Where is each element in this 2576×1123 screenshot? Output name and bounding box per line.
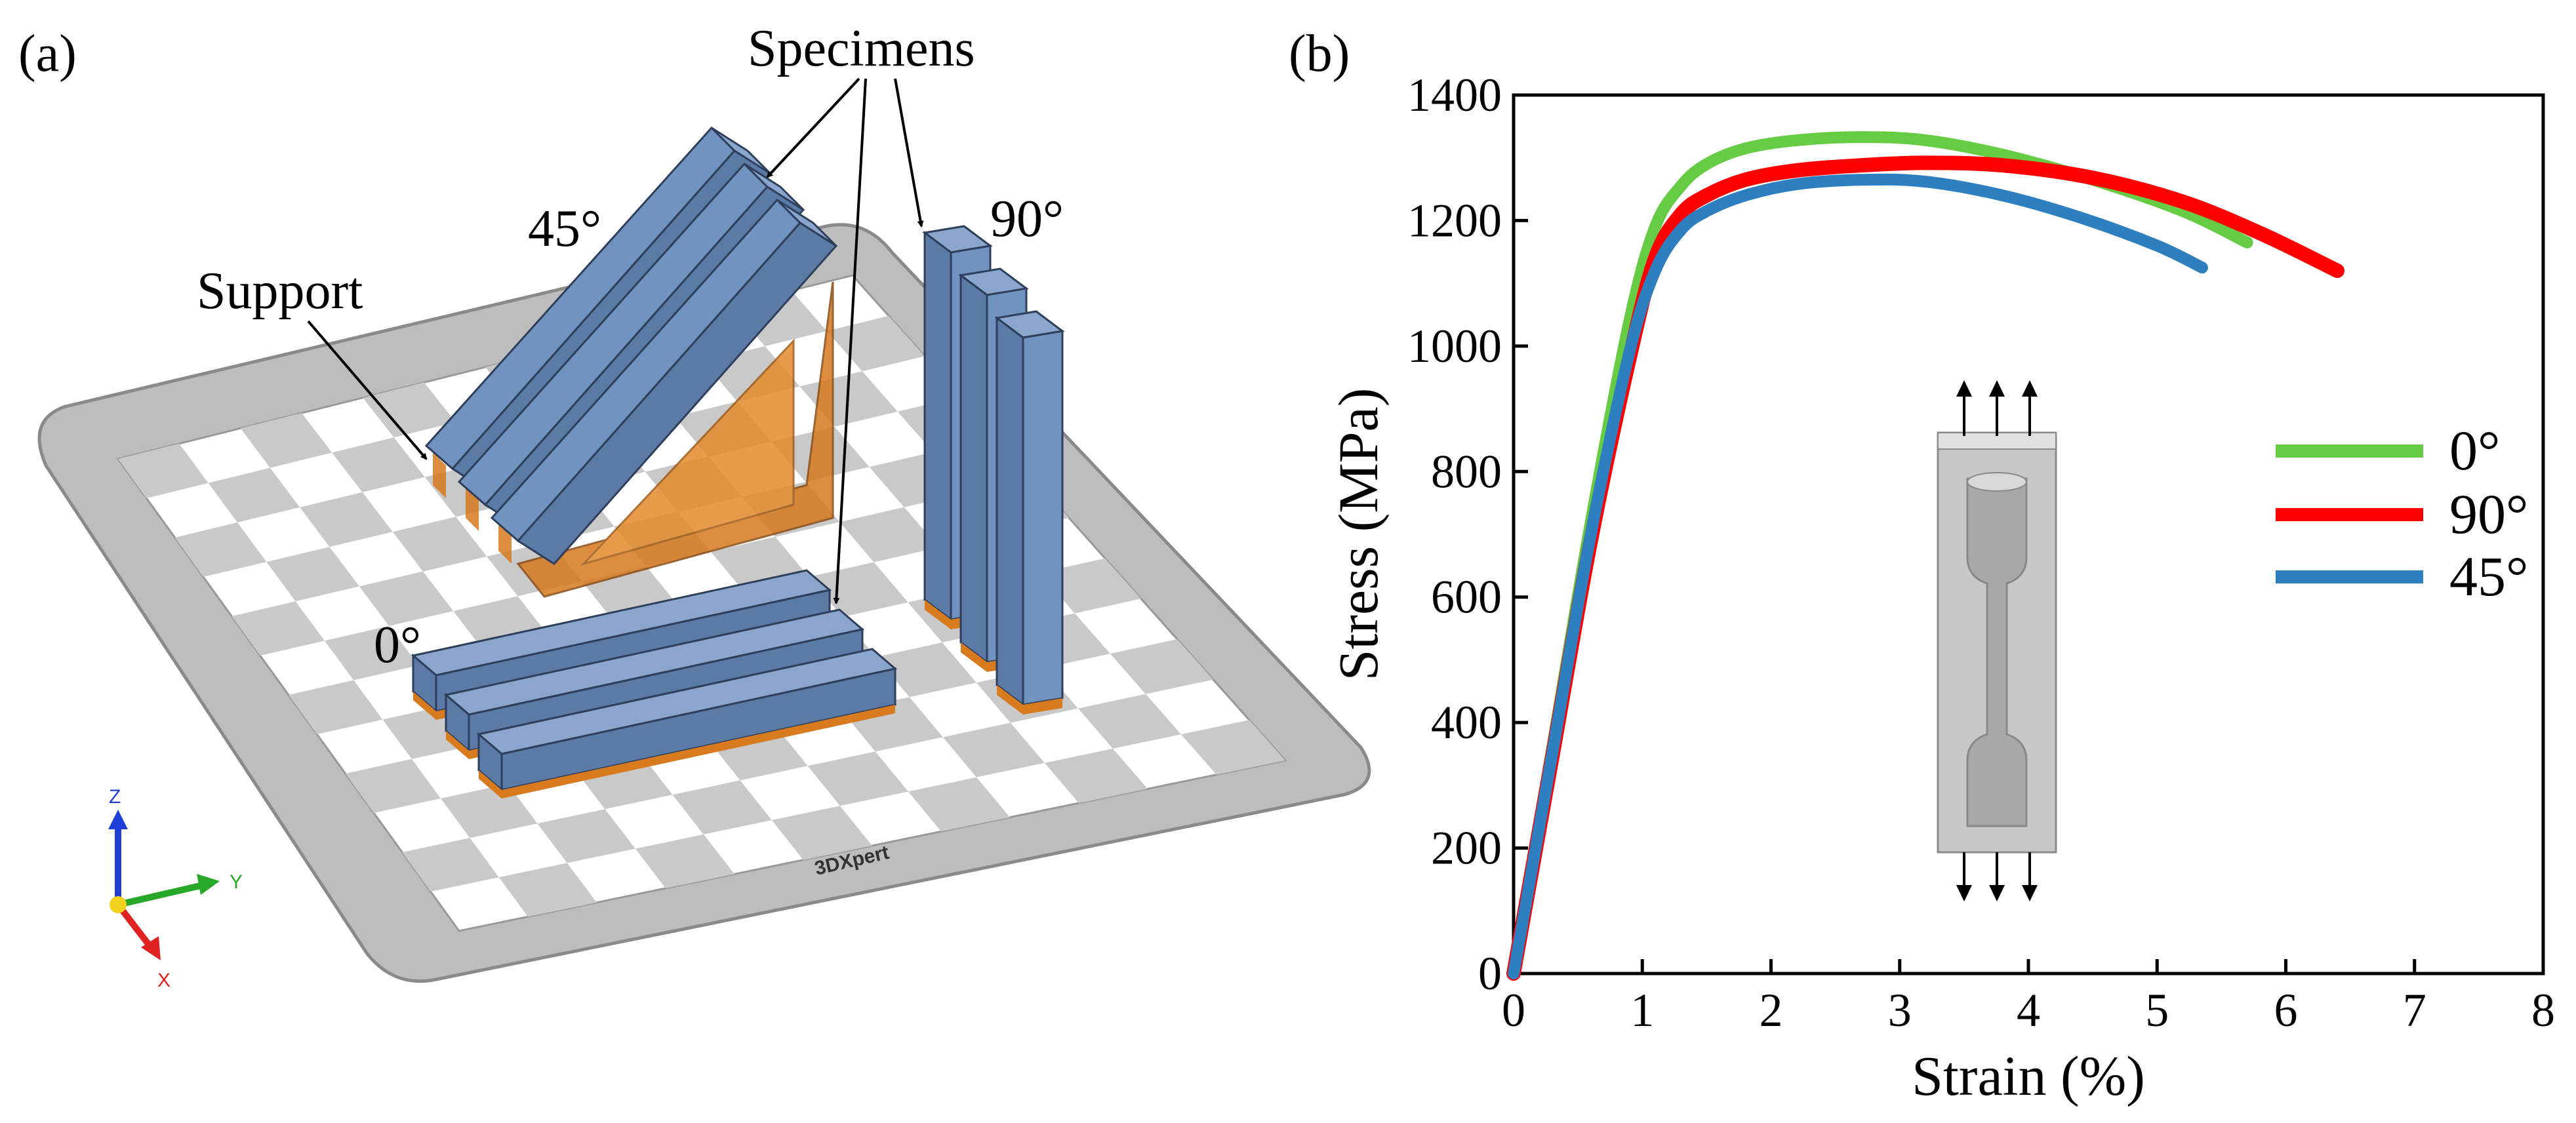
x-tick-label: 1 (1630, 984, 1654, 1036)
checker-cell (807, 751, 908, 806)
support-label: Support (197, 262, 363, 320)
checker-cell (300, 492, 393, 547)
checker-cell (635, 834, 735, 888)
y-tick-label: 600 (1431, 571, 1502, 623)
x-tick-label: 8 (2531, 984, 2555, 1036)
checker-cell (839, 507, 939, 562)
specimens-label: Specimens (748, 20, 975, 77)
legend: 0°90°45° (2276, 419, 2528, 608)
x-axis: 0 1 2 3 4 5 6 7 8 (1502, 959, 2555, 1036)
support-45 (433, 281, 834, 598)
checker-cell (363, 382, 456, 438)
checker-cell (324, 625, 419, 680)
y-tick-label: 1400 (1407, 69, 1502, 121)
x-axis-label: Strain (%) (1912, 1044, 2145, 1107)
checker-cell (231, 601, 325, 656)
y-axis: 0 200 400 600 800 1000 1200 1400 (1407, 69, 1528, 1000)
checker-cell (875, 642, 976, 698)
checker-cell (1110, 639, 1213, 694)
specimens-45 (424, 126, 838, 565)
x-tick-label: 6 (2274, 984, 2298, 1036)
specimen-90-3 (994, 310, 1065, 715)
panel-b-label: (b) (1289, 25, 1350, 83)
y-tick-label: 200 (1431, 822, 1502, 875)
x-tick-label: 3 (1888, 984, 1912, 1036)
checker-cell (537, 809, 635, 863)
checker-cell (345, 759, 441, 813)
y-axis-label: Stress (MPa) (1327, 388, 1390, 681)
axis-z-label: Z (109, 786, 121, 808)
checker-cell (1044, 748, 1148, 803)
series-line (1508, 131, 2253, 979)
checker-cell (1039, 558, 1141, 614)
plot-area: 0 200 400 600 800 1000 1200 1400 0 1 2 3 4 5 6 7 8 (1407, 69, 2555, 1036)
checker-cell (208, 467, 300, 522)
angle-90-label: 90° (990, 190, 1064, 248)
angle-45-label: 45° (528, 200, 601, 258)
checker-cell (402, 838, 499, 892)
checker-cell (1077, 694, 1181, 749)
panel-a: (a) 3DXpert (18, 20, 1371, 991)
y-tick-label: 1000 (1407, 320, 1502, 372)
series-group (1506, 131, 2345, 981)
annotation-arrows (307, 77, 924, 604)
y-tick-label: 400 (1431, 696, 1502, 749)
tensile-specimen-inset (1937, 380, 2057, 901)
x-tick-label: 0 (1502, 984, 1525, 1036)
x-tick-label: 5 (2145, 984, 2169, 1036)
legend-entry: 45° (2449, 545, 2528, 608)
checker-cell (289, 680, 383, 734)
checker-cell (672, 780, 772, 835)
arrow-support (307, 320, 428, 460)
y-tick-label: 800 (1431, 445, 1502, 498)
series-line (1508, 173, 2208, 979)
checker-cell (498, 863, 597, 917)
arrow-specimens-0 (833, 78, 867, 604)
checker-cell (118, 443, 209, 498)
x-tick-label: 7 (2403, 984, 2426, 1036)
y-tick-label: 0 (1478, 947, 1502, 1000)
checker-cell (1181, 720, 1285, 775)
checker-cell (266, 547, 359, 602)
coordinate-triad: Z Y X (108, 786, 243, 991)
checker-cell (908, 777, 1010, 832)
specimen-45-3 (490, 198, 838, 565)
checker-cell (942, 722, 1045, 778)
checker-cell (441, 783, 538, 838)
specimen-0-3 (476, 648, 898, 798)
panel-b: (b) 0 200 400 600 800 1000 1200 1400 0 1 2 3 4 5 6 7 8 (1289, 25, 2555, 1107)
specimens-90 (922, 225, 1065, 715)
x-tick-label: 2 (1760, 984, 1783, 1036)
legend-entry: 90° (2449, 483, 2528, 545)
axis-x-label: X (157, 970, 171, 991)
legend-entry: 0° (2449, 419, 2500, 482)
panel-a-label: (a) (18, 25, 77, 83)
y-tick-label: 1200 (1407, 194, 1502, 246)
checker-cell (771, 806, 872, 860)
checker-cell (174, 522, 267, 577)
axis-y-label: Y (230, 871, 243, 893)
angle-0-label: 0° (374, 616, 421, 674)
x-tick-label: 4 (2017, 984, 2040, 1036)
arrow-specimens-90 (894, 78, 924, 227)
arrow-specimens-45 (766, 77, 860, 178)
specimens-0 (411, 569, 898, 798)
checker-cell (332, 437, 425, 492)
checker-cell (359, 571, 454, 626)
checker-cell (392, 517, 487, 572)
checker-cell (240, 413, 332, 468)
